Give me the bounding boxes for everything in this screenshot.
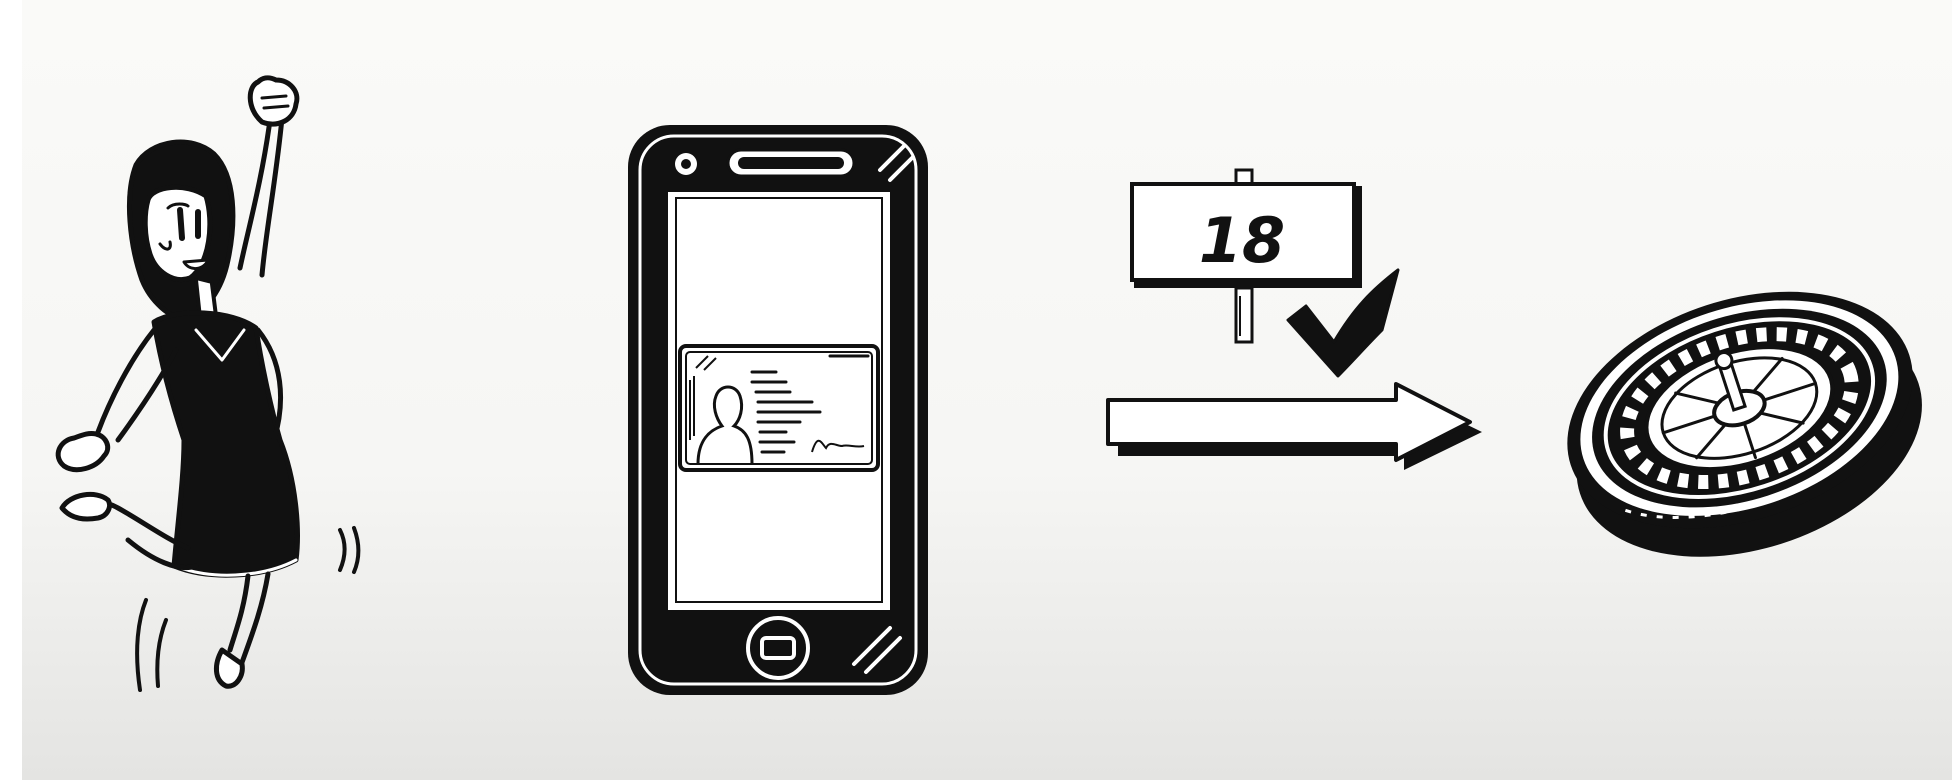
age-sign-number: 18 [1199,204,1285,277]
id-card-icon [680,346,878,470]
